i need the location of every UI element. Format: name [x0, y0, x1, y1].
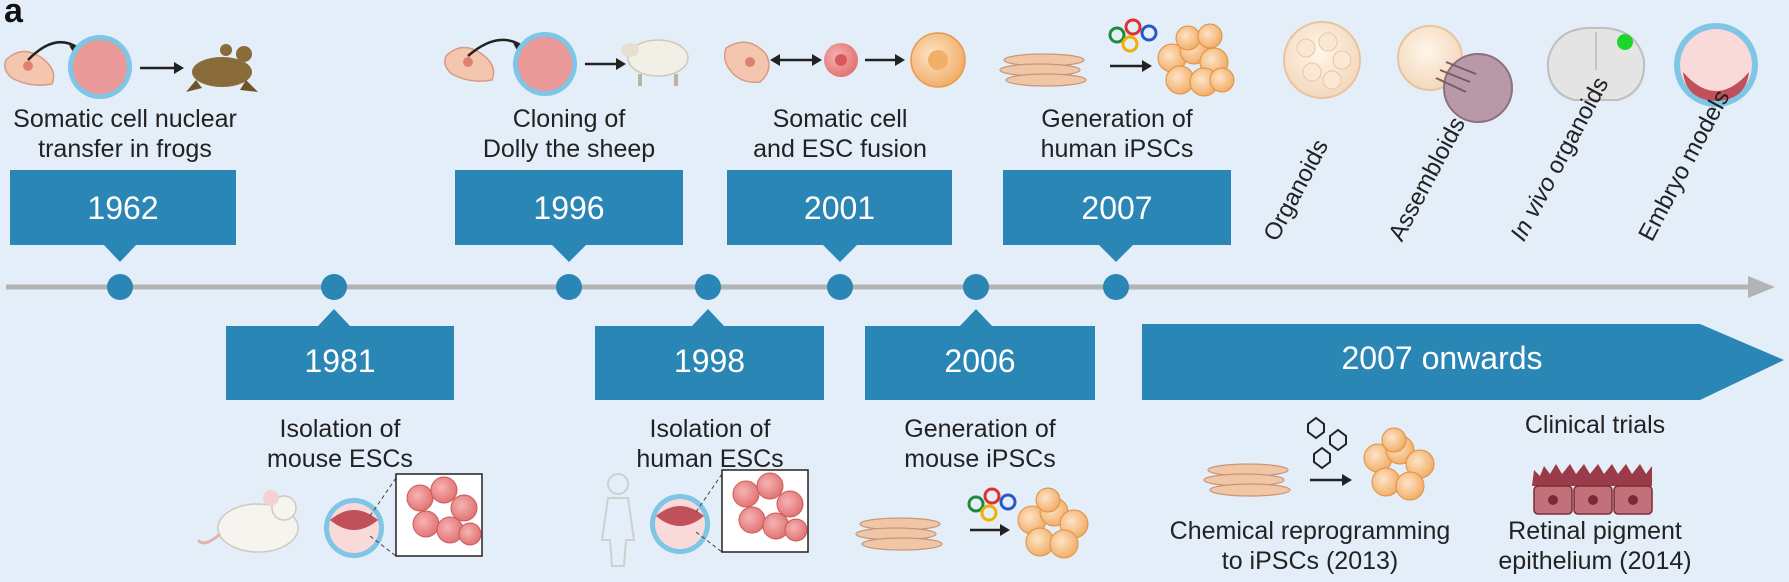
clinical-trials-title: Clinical trials — [1524, 411, 1666, 439]
year-1962: 1962 — [87, 190, 159, 226]
mouse-esc-illustration — [196, 473, 483, 558]
banner-1998 — [595, 309, 824, 400]
caption-1998: Isolation of human ESCs — [636, 415, 784, 473]
human-ipsc-illustration — [999, 18, 1235, 97]
fusion-illustration — [723, 32, 966, 88]
banner-1996 — [455, 170, 683, 262]
dolly-illustration — [444, 32, 689, 96]
year-1996: 1996 — [533, 190, 605, 226]
banner-2006 — [865, 309, 1095, 400]
factor-plasmids-icon — [1108, 18, 1158, 53]
dot-1996 — [556, 274, 582, 300]
timeline-arrowhead — [1748, 276, 1775, 298]
dot-2007 — [1103, 274, 1129, 300]
banner-1962 — [10, 170, 236, 262]
dot-2001 — [827, 274, 853, 300]
year-2001: 2001 — [803, 190, 876, 226]
dot-1962 — [107, 274, 133, 300]
ipsc-colony-icon — [1017, 487, 1089, 559]
banner-2007-onwards — [1142, 324, 1784, 400]
frog-icon — [186, 44, 258, 92]
sheep-icon — [621, 39, 689, 86]
caption-1981: Isolation of mouse ESCs — [267, 415, 413, 473]
caption-2007: Generation of human iPSCs — [1040, 105, 1194, 163]
assembloid-icon — [1397, 25, 1513, 123]
organoid-icon — [1283, 21, 1361, 99]
mouse-ipsc-illustration — [855, 487, 1089, 559]
ipsc-colony-icon — [1157, 23, 1235, 97]
caption-retinal-pigment-epithelium: Retinal pigment epithelium (2014) — [1498, 517, 1692, 575]
caption-chemical-reprogramming: Chemical reprogramming to iPSCs (2013) — [1169, 517, 1451, 575]
caption-2006: Generation of mouse iPSCs — [904, 415, 1056, 473]
dot-1998 — [695, 274, 721, 300]
factor-plasmids-icon — [967, 487, 1017, 522]
caption-2001: Somatic cell and ESC fusion — [753, 105, 927, 163]
year-1998: 1998 — [673, 343, 746, 379]
in-vivo-organoid-icon — [1546, 26, 1646, 101]
small-molecule-icon — [1307, 416, 1347, 470]
year-2007-onwards: 2007 onwards — [1341, 340, 1543, 376]
rpe-illustration — [1532, 464, 1653, 515]
caption-1996: Cloning of Dolly the sheep — [482, 105, 656, 163]
banner-2001 — [727, 170, 952, 262]
year-1981: 1981 — [304, 343, 376, 379]
human-esc-illustration — [600, 469, 809, 567]
banner-1981 — [226, 309, 454, 400]
mouse-icon — [196, 490, 299, 553]
ipsc-colony-icon — [1363, 427, 1435, 501]
caption-1962: Somatic cell nuclear transfer in frogs — [13, 105, 237, 163]
embryo-model-icon — [1674, 23, 1758, 107]
year-2007: 2007 — [1081, 190, 1153, 226]
chemical-reprogramming-illustration — [1203, 416, 1435, 501]
dot-2006 — [963, 274, 989, 300]
panel-label: a — [4, 0, 23, 30]
dot-1981 — [321, 274, 347, 300]
banner-2007 — [1003, 170, 1231, 262]
human-figure-icon — [600, 473, 636, 567]
year-2006: 2006 — [944, 343, 1016, 379]
scnt-frog-illustration — [4, 35, 258, 99]
